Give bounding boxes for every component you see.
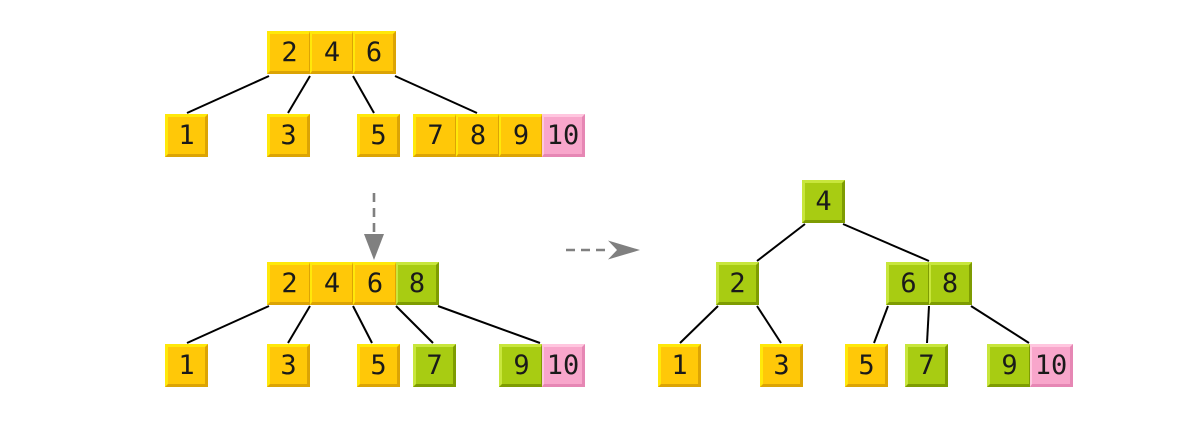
arrowhead: [608, 240, 640, 260]
t3-leaf-cell-1: 1: [658, 344, 701, 387]
edge: [970, 305, 1030, 344]
t1-root-cell-2: 2: [267, 31, 310, 74]
dashed-right-arrow-icon: [566, 240, 640, 260]
edge: [186, 75, 270, 114]
edge: [395, 305, 434, 344]
edge: [756, 305, 782, 344]
t2-leaf-cell-9: 9: [499, 344, 542, 387]
t3-leaf-cell-3: 3: [760, 344, 803, 387]
edge: [394, 75, 478, 114]
t2-root-cell-8: 8: [396, 262, 439, 305]
t1-leaf-cell-1: 1: [165, 114, 208, 157]
edge: [926, 305, 930, 344]
t2-leaf-cell-1: 1: [165, 344, 208, 387]
edge: [186, 305, 270, 344]
t1-root-cell-6: 6: [353, 31, 396, 74]
t1-root-cell-4: 4: [310, 31, 353, 74]
t3-root-cell-4: 4: [802, 180, 845, 223]
tree1-edges: [186, 75, 478, 114]
t1-leaf-cell-8: 8: [456, 114, 499, 157]
dashed-down-arrow-icon: [364, 193, 384, 260]
edge: [437, 305, 541, 344]
edge: [679, 305, 719, 344]
edge: [842, 223, 930, 262]
t3-internal-cell-8: 8: [929, 262, 972, 305]
t3-internal-cell-2: 2: [716, 262, 759, 305]
t1-leaf-cell-5: 5: [357, 114, 400, 157]
t2-leaf-cell-3: 3: [267, 344, 310, 387]
t3-leaf-cell-7: 7: [905, 344, 948, 387]
t1-leaf-cell-10: 10: [542, 114, 585, 157]
t3-leaf-cell-5: 5: [845, 344, 888, 387]
t3-leaf-cell-9: 9: [987, 344, 1030, 387]
t2-leaf-cell-7: 7: [413, 344, 456, 387]
t1-leaf-cell-7: 7: [413, 114, 456, 157]
t3-internal-cell-6: 6: [886, 262, 929, 305]
t2-leaf-cell-5: 5: [357, 344, 400, 387]
t2-root-cell-4: 4: [310, 262, 353, 305]
edge: [873, 305, 889, 344]
t2-leaf-cell-10: 10: [542, 344, 585, 387]
edge: [756, 223, 806, 262]
arrowhead: [364, 234, 384, 260]
tree3-edges: [679, 223, 1030, 344]
t3-leaf-cell-10: 10: [1030, 344, 1073, 387]
edge: [287, 305, 311, 344]
t2-root-cell-6: 6: [353, 262, 396, 305]
edge: [352, 75, 375, 114]
tree2-edges: [186, 305, 541, 344]
edge: [352, 305, 373, 344]
t1-leaf-cell-9: 9: [499, 114, 542, 157]
t1-leaf-cell-3: 3: [267, 114, 310, 157]
edge: [287, 75, 311, 114]
t2-root-cell-2: 2: [267, 262, 310, 305]
